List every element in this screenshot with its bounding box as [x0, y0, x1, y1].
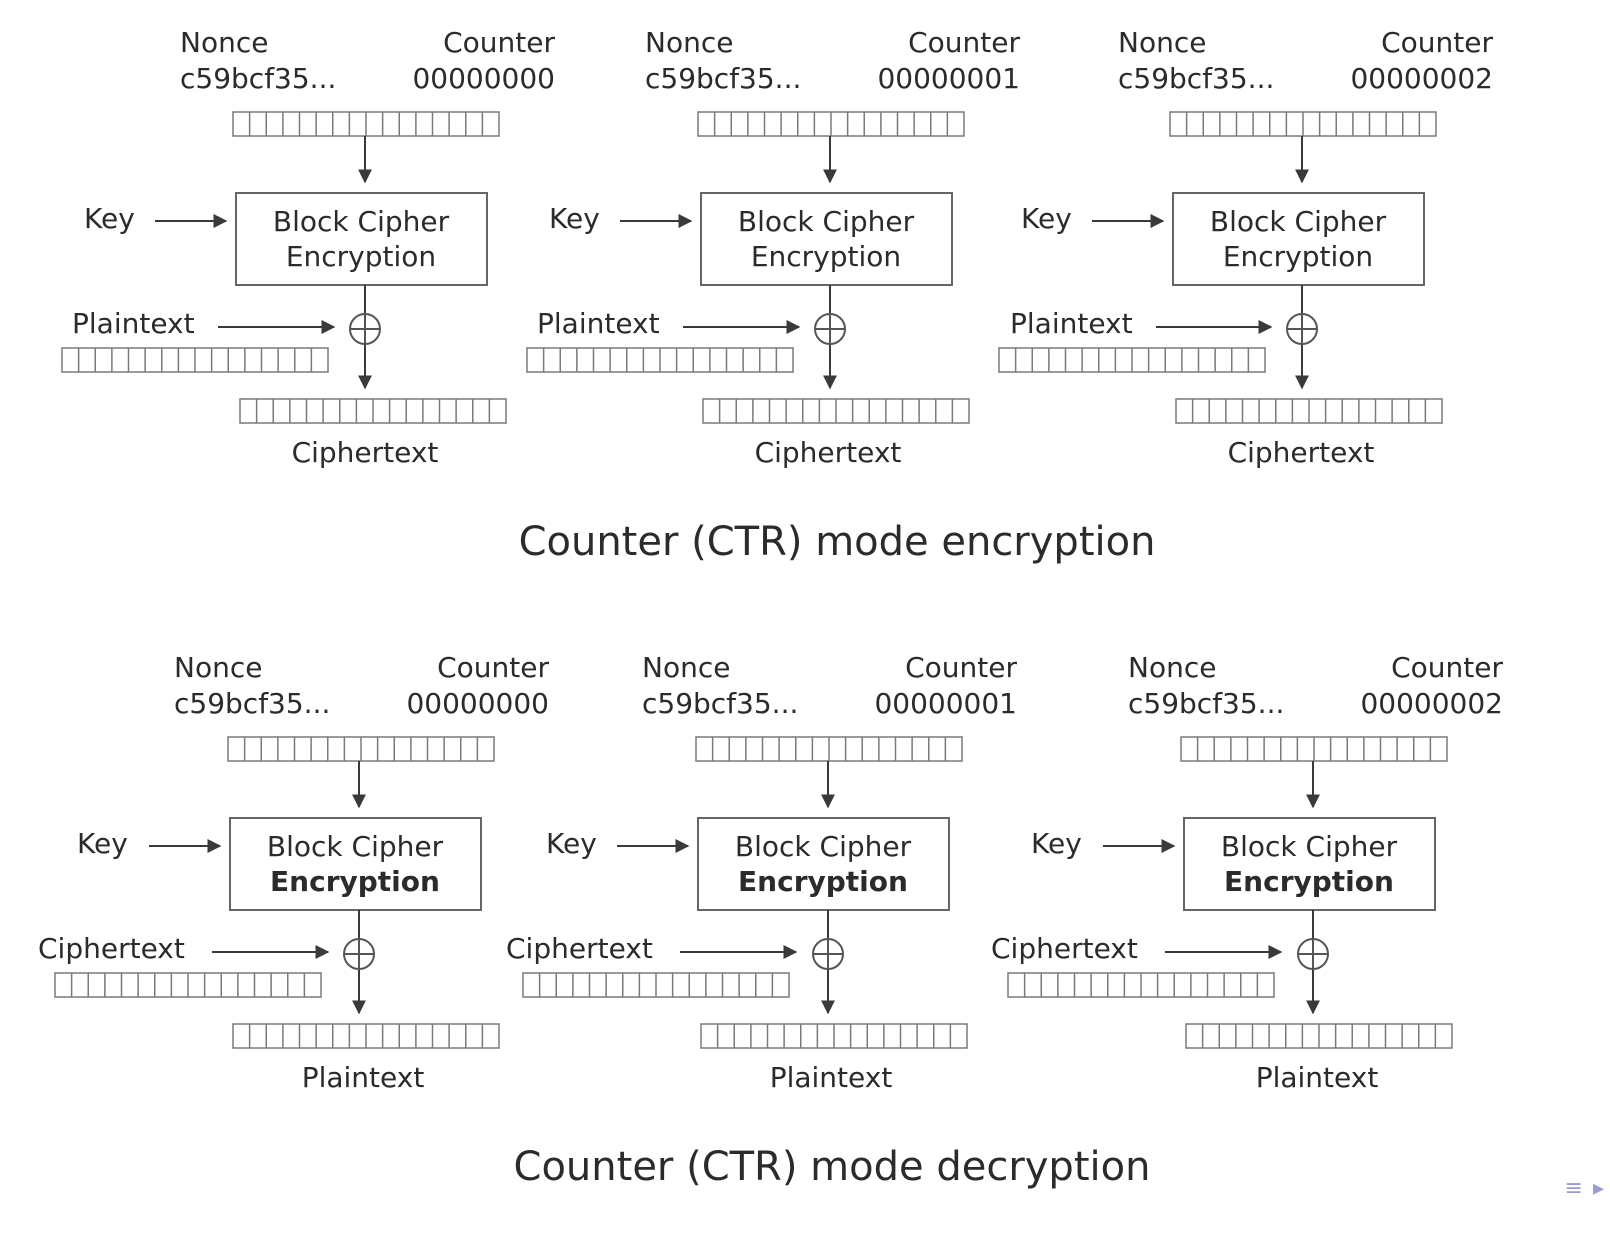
encryption-label: Encryption [751, 240, 901, 273]
nonce-counter-register [697, 111, 965, 137]
nonce-counter-register [227, 736, 495, 762]
block-cipher-box [229, 817, 482, 911]
nonce-value: c59bcf35... [642, 687, 798, 720]
input-register [1007, 972, 1275, 998]
counter-label: Counter [1391, 651, 1503, 684]
block-cipher-box [235, 192, 488, 286]
block-cipher-box [1172, 192, 1425, 286]
input-label: Plaintext [1010, 307, 1133, 340]
encryption-stage-3: Nonce Counter c59bcf35... 00000002 Key B… [998, 26, 1493, 469]
counter-label: Counter [1381, 26, 1493, 59]
key-label: Key [77, 827, 128, 860]
output-register [1175, 398, 1443, 424]
output-register [1185, 1023, 1453, 1049]
input-register [54, 972, 322, 998]
decryption-stage-2: Nonce Counter c59bcf35... 00000001 Key B… [506, 651, 1017, 1094]
block-cipher-label: Block Cipher [738, 205, 915, 238]
output-register [700, 1023, 968, 1049]
key-label: Key [1031, 827, 1082, 860]
encryption-label: Encryption [286, 240, 436, 273]
xor-icon [814, 313, 846, 345]
counter-value: 00000001 [877, 62, 1020, 95]
slide-navigation: ≡ ▸ [1565, 1178, 1604, 1200]
nonce-value: c59bcf35... [645, 62, 801, 95]
block-cipher-label: Block Cipher [267, 830, 444, 863]
output-register [232, 1023, 500, 1049]
counter-label: Counter [908, 26, 1020, 59]
block-cipher-label: Block Cipher [1210, 205, 1387, 238]
nonce-value: c59bcf35... [174, 687, 330, 720]
input-register [526, 347, 794, 373]
xor-icon [1297, 938, 1329, 970]
nonce-value: c59bcf35... [1128, 687, 1284, 720]
encryption-title: Counter (CTR) mode encryption [519, 519, 1156, 565]
input-label: Plaintext [537, 307, 660, 340]
decryption-stage-3: Nonce Counter c59bcf35... 00000002 Key B… [991, 651, 1503, 1094]
input-label: Ciphertext [38, 932, 185, 965]
block-cipher-label: Block Cipher [735, 830, 912, 863]
encryption-label: Encryption [1223, 240, 1373, 273]
output-label: Plaintext [302, 1061, 425, 1094]
encryption-stage-1: Nonce Counter c59bcf35... 00000000 Key B… [61, 26, 555, 469]
output-register [239, 398, 507, 424]
input-register [61, 347, 329, 373]
block-cipher-box [697, 817, 950, 911]
encryption-label: Encryption [738, 865, 908, 898]
input-label: Ciphertext [991, 932, 1138, 965]
output-label: Ciphertext [755, 436, 902, 469]
nonce-counter-register [1169, 111, 1437, 137]
nonce-value: c59bcf35... [1118, 62, 1274, 95]
output-label: Ciphertext [292, 436, 439, 469]
key-label: Key [84, 202, 135, 235]
key-label: Key [549, 202, 600, 235]
decryption-stage-1: Nonce Counter c59bcf35... 00000000 Key B… [38, 651, 549, 1094]
encryption-section: Nonce Counter c59bcf35... 00000000 Key B… [61, 26, 1493, 565]
input-register [522, 972, 790, 998]
counter-value: 00000000 [412, 62, 555, 95]
output-label: Plaintext [770, 1061, 893, 1094]
decryption-section: Nonce Counter c59bcf35... 00000000 Key B… [38, 651, 1503, 1190]
counter-label: Counter [443, 26, 555, 59]
nonce-counter-register [695, 736, 963, 762]
encryption-label: Encryption [1224, 865, 1394, 898]
block-cipher-label: Block Cipher [273, 205, 450, 238]
xor-icon [349, 313, 381, 345]
block-cipher-box [700, 192, 953, 286]
nonce-label: Nonce [180, 26, 268, 59]
input-register [998, 347, 1266, 373]
nonce-counter-register [1180, 736, 1448, 762]
counter-value: 00000002 [1360, 687, 1503, 720]
xor-icon [1286, 313, 1318, 345]
nonce-label: Nonce [1128, 651, 1216, 684]
key-label: Key [1021, 202, 1072, 235]
block-cipher-label: Block Cipher [1221, 830, 1398, 863]
nonce-label: Nonce [642, 651, 730, 684]
key-label: Key [546, 827, 597, 860]
output-register [702, 398, 970, 424]
counter-label: Counter [905, 651, 1017, 684]
input-label: Ciphertext [506, 932, 653, 965]
list-icon[interactable]: ≡ [1564, 1176, 1583, 1201]
nonce-label: Nonce [174, 651, 262, 684]
encryption-stage-2: Nonce Counter c59bcf35... 00000001 Key B… [526, 26, 1020, 469]
triangle-right-icon[interactable]: ▸ [1592, 1176, 1604, 1201]
nonce-counter-register [232, 111, 500, 137]
output-label: Plaintext [1256, 1061, 1379, 1094]
xor-icon [812, 938, 844, 970]
counter-value: 00000000 [406, 687, 549, 720]
nonce-label: Nonce [1118, 26, 1206, 59]
counter-label: Counter [437, 651, 549, 684]
counter-value: 00000002 [1350, 62, 1493, 95]
xor-icon [343, 938, 375, 970]
counter-value: 00000001 [874, 687, 1017, 720]
nonce-value: c59bcf35... [180, 62, 336, 95]
output-label: Ciphertext [1228, 436, 1375, 469]
nonce-label: Nonce [645, 26, 733, 59]
decryption-title: Counter (CTR) mode decryption [514, 1144, 1151, 1190]
block-cipher-box [1183, 817, 1436, 911]
encryption-label: Encryption [270, 865, 440, 898]
input-label: Plaintext [72, 307, 195, 340]
